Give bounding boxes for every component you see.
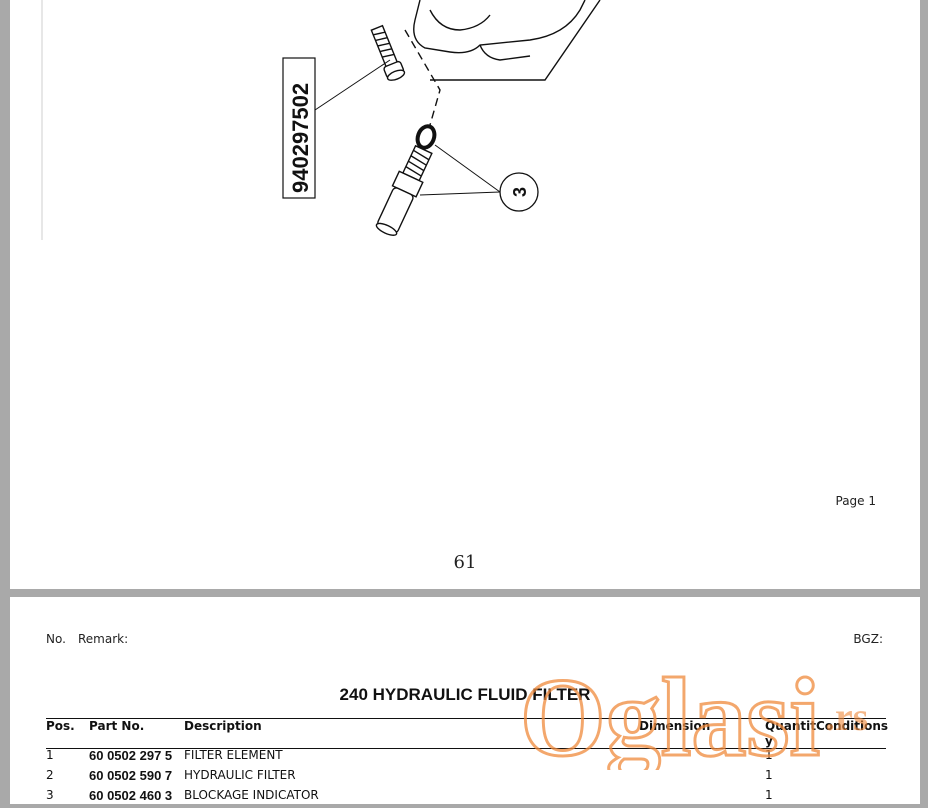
table-header-rule — [46, 748, 886, 749]
exploded-parts-drawing: 940297502 3 — [41, 0, 601, 240]
row-pos: 3 — [46, 788, 54, 802]
row-part-no: 60 0502 590 7 — [89, 768, 173, 783]
table-row: 2 60 0502 590 7 HYDRAULIC FILTER 1 — [10, 768, 920, 788]
row-part-no: 60 0502 297 5 — [89, 748, 173, 763]
column-header-pos: Pos. — [46, 719, 75, 733]
bolt-part — [370, 24, 406, 81]
document-title: 240 HYDRAULIC FLUID FILTER — [339, 685, 591, 704]
column-header-dimension: Dimension — [639, 719, 711, 733]
column-header-quantity-wrap: y — [765, 734, 773, 748]
column-header-part-no: Part No. — [89, 719, 145, 733]
row-description: FILTER ELEMENT — [184, 748, 283, 762]
row-pos: 1 — [46, 748, 54, 762]
row-quantity: 1 — [765, 788, 773, 802]
row-quantity: 1 — [765, 748, 773, 762]
remark-label: Remark: — [78, 632, 129, 646]
blockage-indicator-part — [375, 144, 433, 236]
table-row: 1 60 0502 297 5 FILTER ELEMENT 1 — [10, 748, 920, 768]
table-top-rule — [46, 718, 886, 719]
row-quantity: 1 — [765, 768, 773, 782]
row-pos: 2 — [46, 768, 54, 782]
row-description: HYDRAULIC FILTER — [184, 768, 296, 782]
document-page-2: No. Remark: BGZ: 240 HYDRAULIC FLUID FIL… — [10, 597, 920, 804]
page-label: Page 1 — [835, 494, 877, 508]
row-description: BLOCKAGE INDICATOR — [184, 788, 319, 802]
callout-part-number: 940297502 — [288, 83, 313, 193]
document-page-1: 940297502 3 Page 1 61 — [10, 0, 920, 589]
bgz-label: BGZ: — [853, 632, 883, 646]
column-header-conditions: Conditions — [816, 719, 889, 733]
column-header-description: Description — [184, 719, 262, 733]
column-header-quantity: Quantit — [765, 719, 816, 733]
page-number: 61 — [453, 552, 477, 573]
row-part-no: 60 0502 460 3 — [89, 788, 173, 803]
no-label: No. — [46, 632, 66, 646]
callout-position-number: 3 — [510, 187, 530, 197]
table-row: 3 60 0502 460 3 BLOCKAGE INDICATOR 1 — [10, 788, 920, 808]
